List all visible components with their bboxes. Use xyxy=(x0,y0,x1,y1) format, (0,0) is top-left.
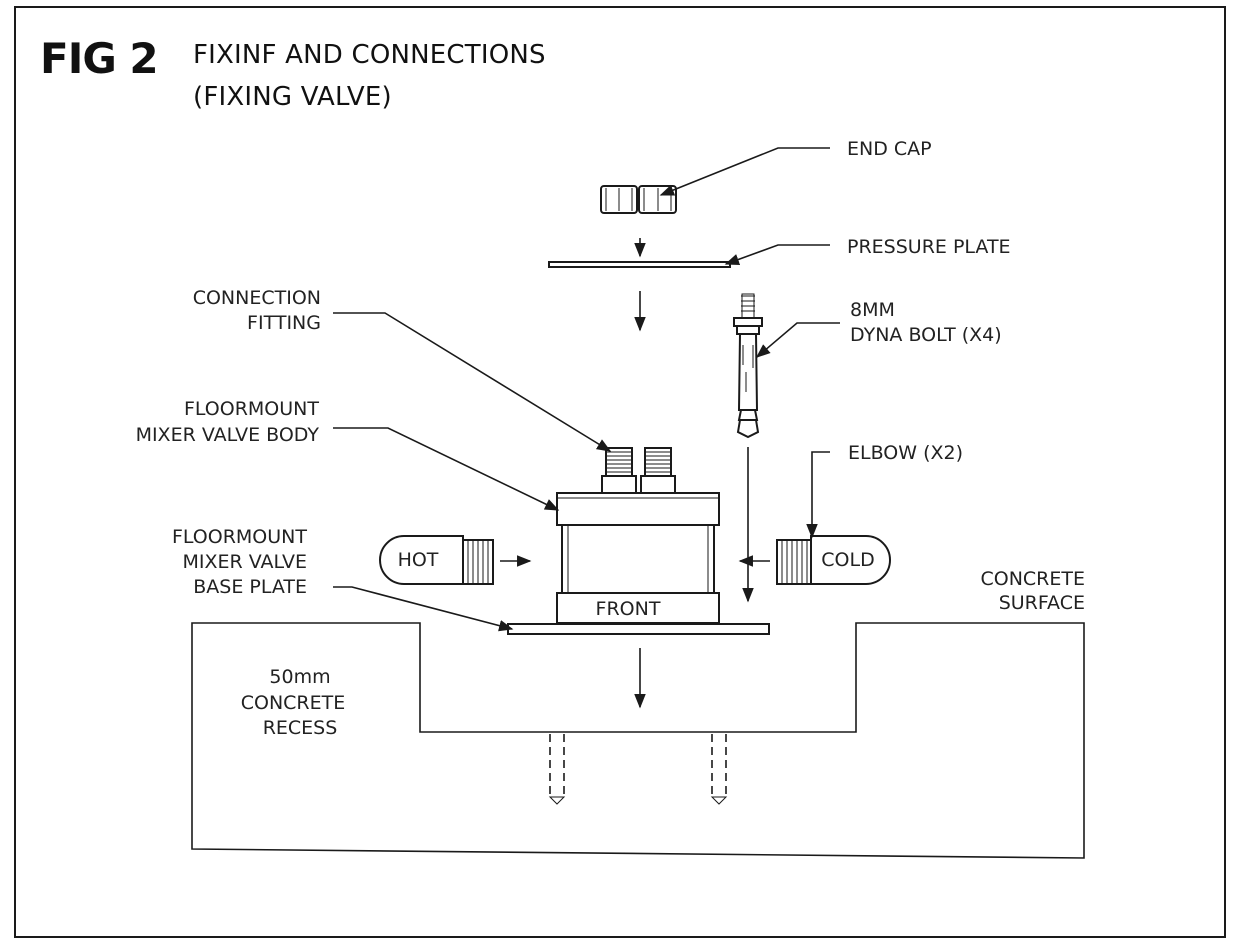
concrete-slab xyxy=(191,622,1085,859)
leader-elbow xyxy=(806,451,830,539)
pressure-plate-part xyxy=(548,261,731,268)
leader-valve-body xyxy=(333,427,560,511)
valve-body-label-line-2: MIXER VALVE BODY xyxy=(136,424,320,446)
recess-label-line-1: 50mm xyxy=(269,666,330,688)
recess-label-line-3: RECESS xyxy=(263,717,338,739)
leader-end-cap xyxy=(659,147,830,196)
connection-fitting-label-line-2: FITTING xyxy=(247,312,321,334)
end-cap-label: END CAP xyxy=(847,138,932,160)
concrete-surface-label-line-2: SURFACE xyxy=(999,592,1085,614)
valve-body-label-line-1: FLOORMOUNT xyxy=(184,398,319,420)
front-label: FRONT xyxy=(596,598,661,620)
cold-elbow-part xyxy=(776,535,891,585)
connection-fitting-label-line-1: CONNECTION xyxy=(193,287,321,309)
base-plate-label-line-3: BASE PLATE xyxy=(193,576,307,598)
base-plate-part xyxy=(507,623,770,635)
dyna-bolt-label-line-2: DYNA BOLT (X4) xyxy=(850,324,1002,346)
recess-label-line-2: CONCRETE xyxy=(241,692,346,714)
figure-title-line-1: FIXINF AND CONNECTIONS xyxy=(193,40,546,70)
hot-elbow-part xyxy=(379,535,494,585)
end-cap-part xyxy=(600,185,677,214)
figure-title: FIXINF AND CONNECTIONS (FIXING VALVE) xyxy=(193,34,546,118)
base-plate-label-line-1: FLOORMOUNT xyxy=(172,526,307,548)
anchor-stud-left xyxy=(548,734,566,805)
connection-fitting-right xyxy=(640,447,676,494)
connection-fitting-left xyxy=(601,447,637,494)
leader-base-plate xyxy=(333,586,514,632)
elbow-label: ELBOW (X2) xyxy=(848,442,963,464)
pressure-plate-label: PRESSURE PLATE xyxy=(847,236,1011,258)
leader-dyna-bolt xyxy=(755,322,840,358)
figure-number: FIG 2 xyxy=(40,34,159,83)
anchor-stud-right xyxy=(710,734,728,805)
figure-title-line-2: (FIXING VALVE) xyxy=(193,82,392,112)
leader-connection-fitting xyxy=(333,312,612,452)
dyna-bolt-label-line-1: 8MM xyxy=(850,299,895,321)
cold-label: COLD xyxy=(821,549,874,571)
leader-pressure-plate xyxy=(724,244,830,265)
dyna-bolt-part xyxy=(733,293,763,439)
concrete-surface-label-line-1: CONCRETE xyxy=(980,568,1085,590)
mixer-valve-body-part xyxy=(556,492,720,624)
base-plate-label-line-2: MIXER VALVE xyxy=(182,551,307,573)
hot-label: HOT xyxy=(398,549,439,571)
